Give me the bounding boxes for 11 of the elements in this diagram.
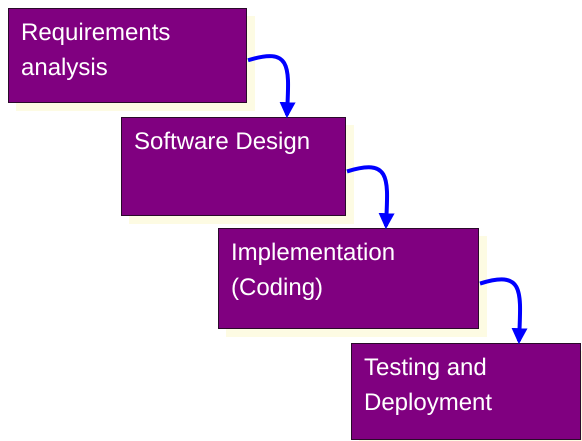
process-box xyxy=(121,117,346,216)
process-box xyxy=(8,8,247,103)
step-label: Software Design xyxy=(134,127,312,157)
process-box xyxy=(351,343,581,440)
curved-arrow xyxy=(346,165,395,230)
step-label: Testing and Deployment xyxy=(364,353,494,418)
curved-arrow xyxy=(247,54,296,118)
curved-arrow xyxy=(479,278,528,344)
step-label: Implementation (Coding) xyxy=(231,238,396,303)
step-label: Requirements analysis xyxy=(21,18,172,83)
process-box xyxy=(218,228,479,329)
